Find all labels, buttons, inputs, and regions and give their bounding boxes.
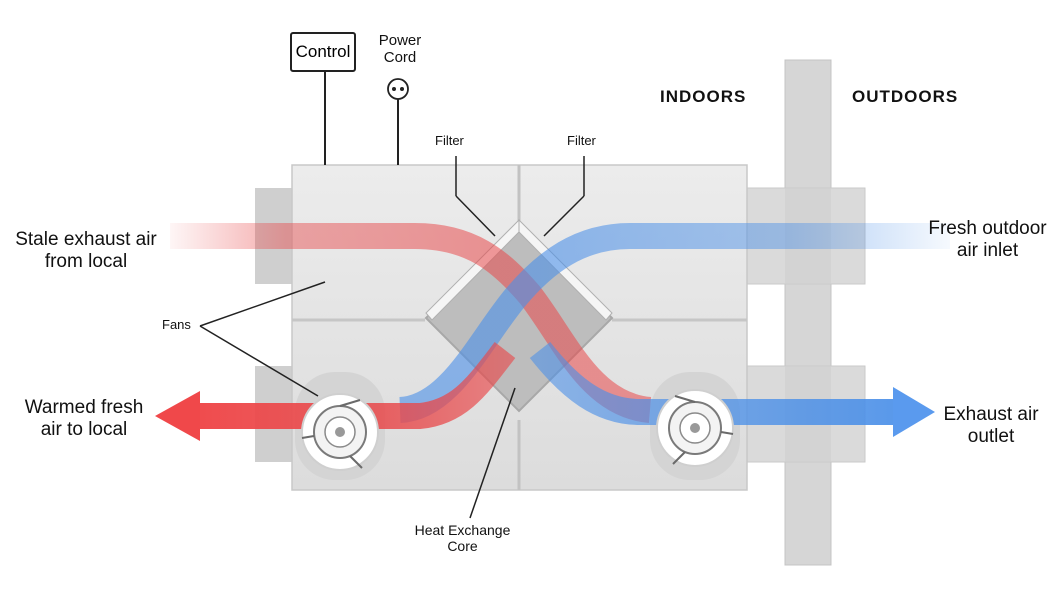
fans-leader — [199, 281, 326, 327]
core-label-line1: Heat Exchange — [414, 522, 511, 538]
exhaust-outlet-line2: outlet — [967, 425, 1015, 447]
outdoor-wall — [784, 59, 832, 566]
fan-left — [301, 393, 379, 471]
core-leader — [469, 387, 516, 519]
warmed-fresh-airflow — [198, 342, 516, 429]
core-label-line2: Core — [447, 538, 478, 555]
warmed-fresh-arrowhead — [155, 391, 200, 441]
warmed-fresh-line2: air to local — [40, 418, 128, 440]
fresh-inlet-line2: air inlet — [956, 239, 1019, 261]
exhaust-outlet-arrowhead — [893, 387, 935, 437]
exhaust-outlet-line1: Exhaust air — [943, 404, 1039, 425]
power-cord-label: Power Cord — [370, 32, 430, 67]
plug-icon — [387, 78, 409, 100]
stale-exhaust-line2: from local — [44, 250, 128, 272]
fresh-inlet-airflow — [398, 223, 950, 423]
filter-left-leader — [455, 195, 496, 237]
outdoors-label: OUTDOORS — [852, 87, 959, 106]
warmed-fresh-line1: Warmed fresh — [24, 397, 144, 418]
exhaust-outlet-airflow — [529, 341, 895, 425]
power-cord-label-line2: Cord — [383, 49, 417, 67]
filter-right-leader — [543, 195, 585, 237]
stale-exhaust-line1: Stale exhaust air — [15, 229, 157, 250]
warmed-fresh-label: Warmed fresh air to local — [20, 397, 148, 441]
fan-right — [656, 389, 734, 467]
heat-exchange-core-label: Heat Exchange Core — [400, 522, 525, 554]
filter-right-label: Filter — [567, 133, 596, 148]
exhaust-outlet-label: Exhaust air outlet — [938, 404, 1044, 448]
filter-left-label: Filter — [435, 133, 464, 148]
stale-exhaust-label: Stale exhaust air from local — [10, 229, 162, 273]
fresh-inlet-line1: Fresh outdoor — [928, 218, 1047, 239]
fresh-inlet-label: Fresh outdoor air inlet — [920, 218, 1055, 262]
fans-leader — [199, 325, 319, 397]
power-cord-label-line1: Power — [378, 32, 422, 49]
fans-label: Fans — [162, 317, 191, 332]
control-label: Control — [295, 42, 351, 61]
indoors-label: INDOORS — [660, 87, 747, 106]
filter-right-strip — [518, 218, 613, 321]
control-box: Control — [290, 32, 356, 72]
